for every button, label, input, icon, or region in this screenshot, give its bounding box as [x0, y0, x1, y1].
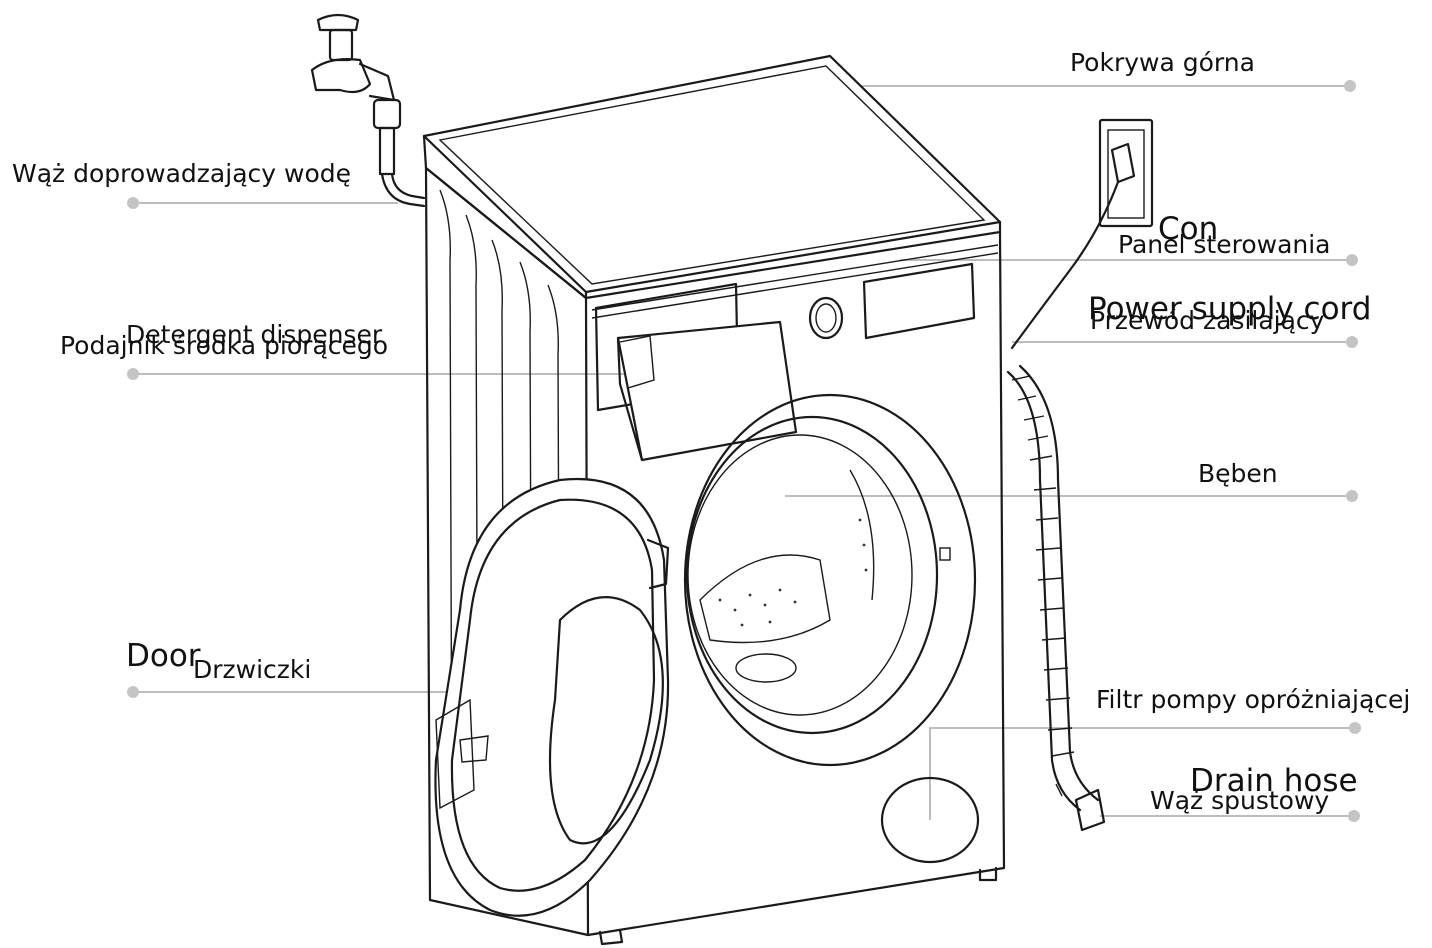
- drum-interior: [699, 469, 875, 683]
- label-door: Drzwiczki: [193, 655, 312, 684]
- dispenser-drawer-shape: [616, 320, 798, 462]
- label-power-cord-en: Power supply cord: [1088, 291, 1372, 327]
- label-water-inlet-hose: Wąż doprowadzający wodę: [12, 159, 351, 188]
- label-power-cord: Przewód zasilający: [1090, 306, 1325, 335]
- label-detergent-dispenser-en: Detergent dispenser: [126, 320, 383, 349]
- label-top-cover: Pokrywa górna: [1070, 48, 1255, 77]
- leader-drain-pump-filter: [929, 727, 1355, 820]
- top-cover-shape: [422, 54, 1002, 294]
- label-drain-hose: Wąż spustowy: [1150, 786, 1330, 815]
- water-tap: [310, 13, 426, 208]
- label-drain-pump-filter: Filtr pompy opróżniającej: [1096, 685, 1411, 714]
- machine-body: [422, 54, 1006, 946]
- label-door-en: Door: [126, 638, 201, 674]
- door-shape: [434, 477, 670, 917]
- label-drum: Bęben: [1198, 459, 1278, 488]
- power-socket: [1010, 118, 1154, 350]
- label-control-panel-en: Con: [1158, 211, 1219, 247]
- leader-lines: [127, 80, 1361, 822]
- label-control-panel: Panel sterowania: [1118, 230, 1331, 259]
- label-drain-hose-en: Drain hose: [1190, 763, 1358, 799]
- label-detergent-dispenser: Podajnik środka piorącego: [60, 331, 389, 360]
- pump-filter-cover: [880, 776, 980, 864]
- drain-hose-shape: [1006, 364, 1106, 832]
